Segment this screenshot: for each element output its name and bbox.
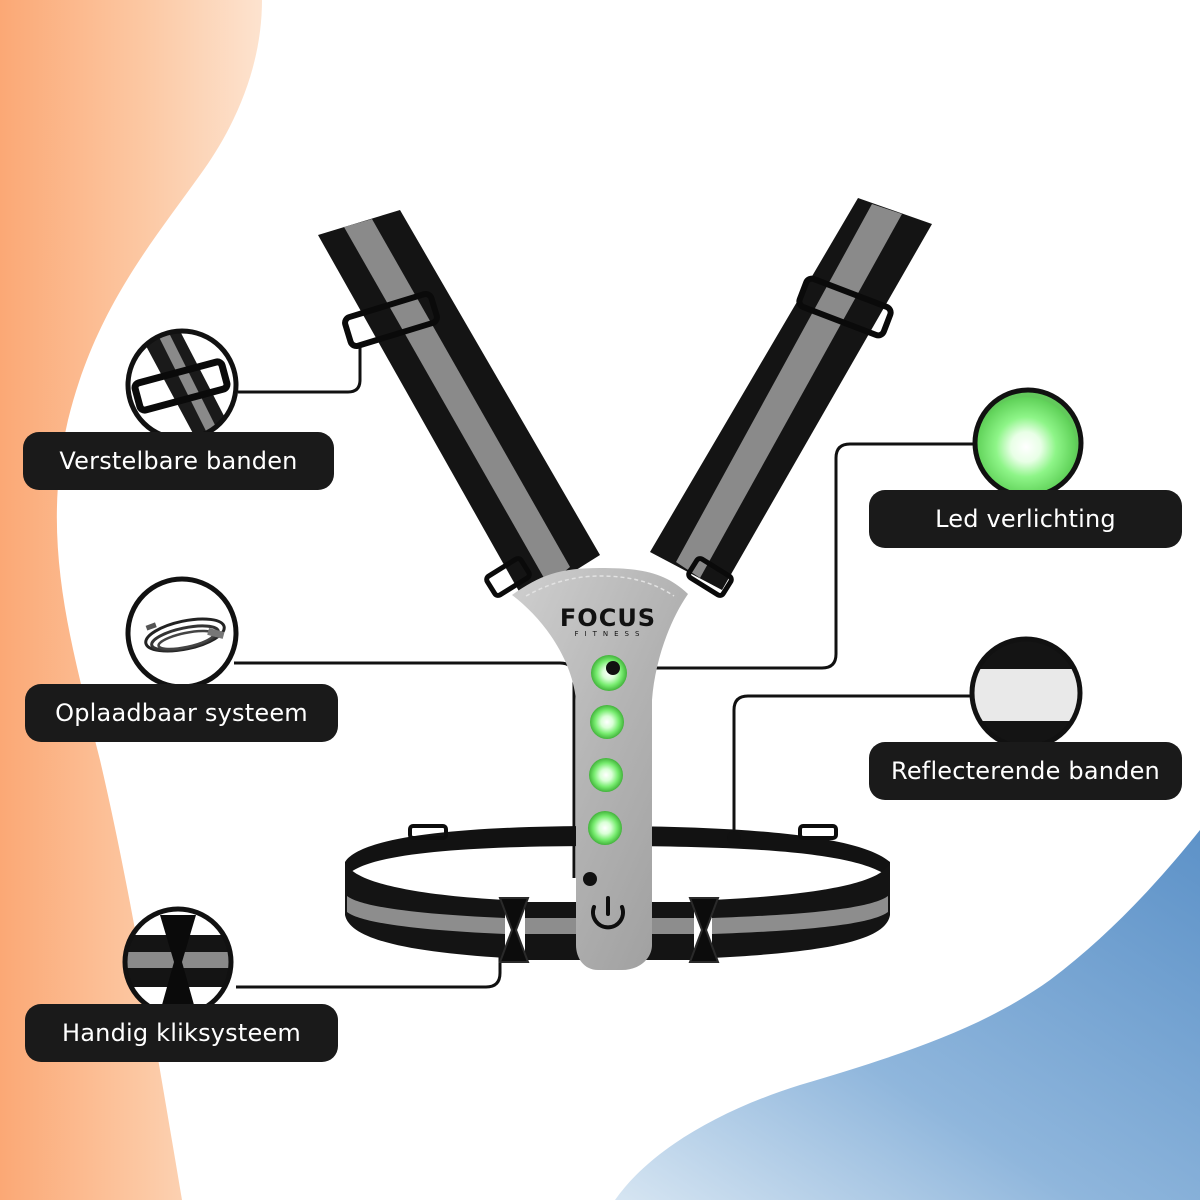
label-click-system: Handig kliksysteem xyxy=(25,1004,338,1062)
strap-ring-right xyxy=(686,556,734,598)
strap-buckle-icon xyxy=(125,328,239,442)
waist-belt-left xyxy=(345,862,505,958)
strap-ring-left xyxy=(484,556,532,598)
led-harness-product: FOCUS FITNESS xyxy=(318,198,932,970)
connector-dots xyxy=(583,661,741,886)
strap-adjuster-right xyxy=(796,275,894,339)
label-adjustable-straps: Verstelbare banden xyxy=(23,432,334,490)
connector-led xyxy=(613,442,975,670)
right-strap-reflective xyxy=(676,204,902,578)
click-buckle-left xyxy=(498,897,530,963)
click-buckle-right xyxy=(688,897,720,963)
left-strap-reflective xyxy=(344,219,570,585)
usb-cable-icon xyxy=(125,576,239,690)
waist-belt-mid-left-reflective xyxy=(525,918,585,934)
connector-adjustable xyxy=(238,343,362,394)
waist-belt-back xyxy=(345,826,890,878)
power-button-icon[interactable] xyxy=(591,896,625,930)
click-buckle-icon xyxy=(122,906,234,1018)
blue-wave-shape xyxy=(615,830,1200,1200)
dot-reflective xyxy=(727,831,741,845)
belt-loop-left xyxy=(408,824,448,840)
reflective-strip-icon xyxy=(969,636,1083,750)
orange-wave-shape xyxy=(0,0,262,1200)
led-light-4 xyxy=(588,811,622,845)
led-light-3 xyxy=(589,758,623,792)
dot-led xyxy=(606,661,620,675)
connector-reflective xyxy=(732,694,971,838)
dot-charge xyxy=(583,872,597,886)
label-reflective-straps: Reflecterende banden xyxy=(869,742,1182,800)
green-led-icon xyxy=(972,387,1084,499)
led-panel-stitch xyxy=(525,575,675,597)
label-rechargeable-system: Oplaadbaar systeem xyxy=(25,684,338,742)
waist-belt-right-reflective xyxy=(712,896,888,934)
belt-loop-right xyxy=(798,824,838,840)
brand-tagline: FITNESS xyxy=(575,630,646,638)
waist-belt-left-reflective xyxy=(347,896,505,934)
waist-belt-right xyxy=(712,862,890,958)
label-led-lighting: Led verlichting xyxy=(869,490,1182,548)
brand-logo: FOCUS xyxy=(560,604,656,632)
led-light-2 xyxy=(590,705,624,739)
connector-click xyxy=(236,948,502,989)
strap-adjuster-left xyxy=(342,290,440,350)
